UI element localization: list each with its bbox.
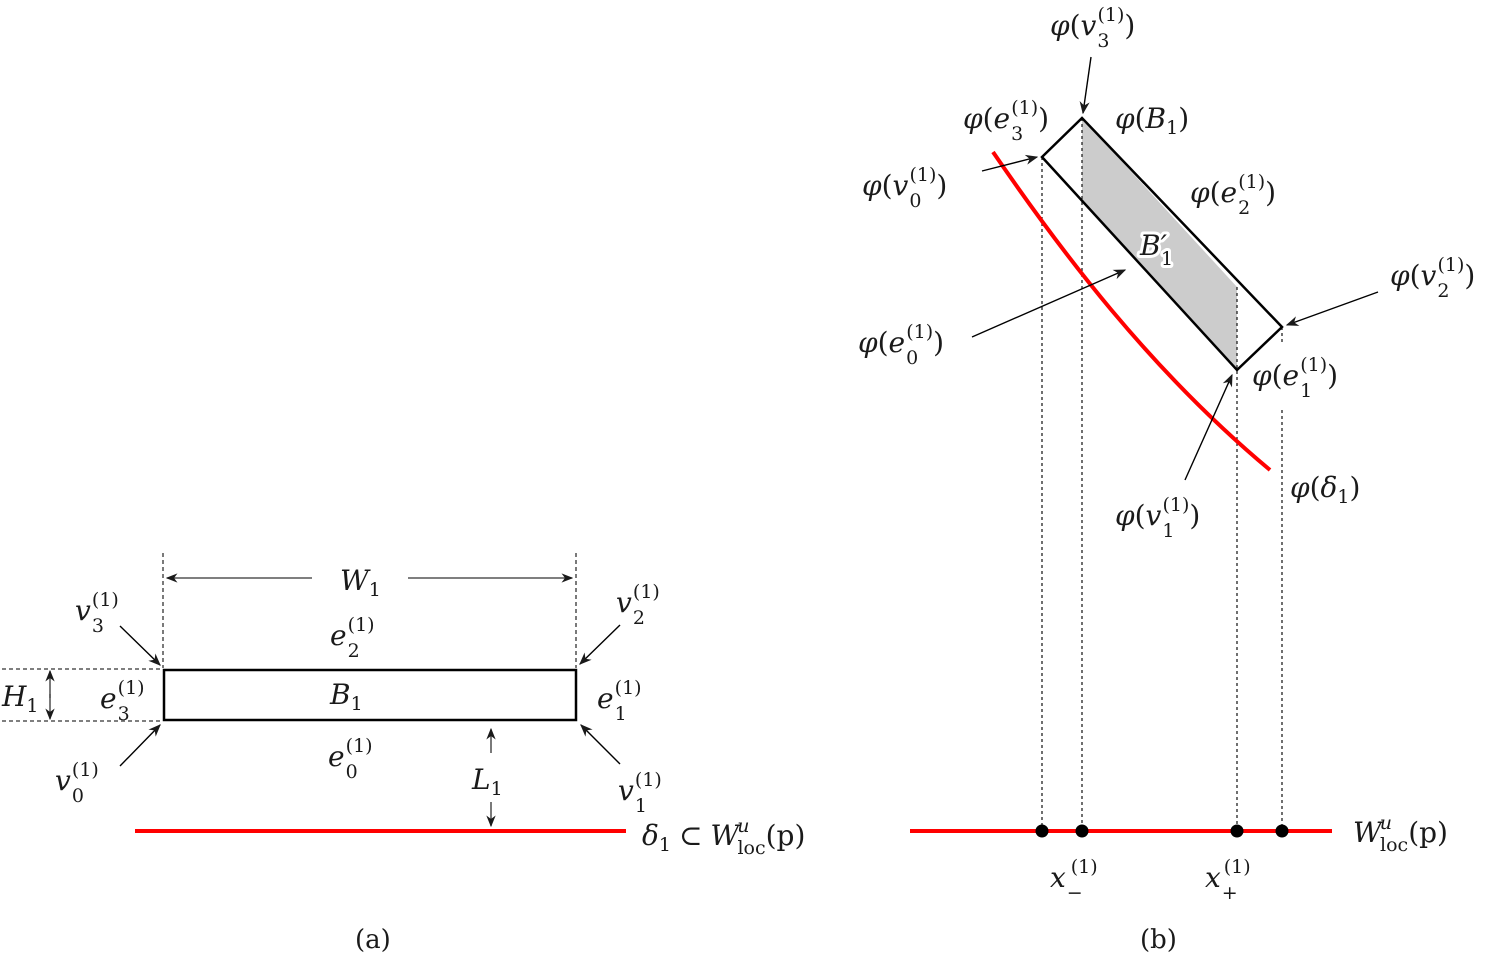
phi-v0-arrow — [981, 154, 1039, 172]
phi-v3-arrow — [1079, 56, 1092, 115]
phi-e0-label: φ(e0(1)) — [858, 321, 944, 369]
x-minus-label: x−(1) — [1050, 856, 1098, 904]
subbox-label-halo: B′1 — [1139, 229, 1173, 270]
subbox-label: B′1 — [1139, 229, 1173, 270]
box-b1 — [162, 668, 578, 722]
phi-e1-label: φ(e1(1)) — [1252, 354, 1338, 402]
v2-arrow — [579, 624, 621, 665]
vertex-v3-label: v3(1) — [75, 589, 119, 637]
v1-arrow — [580, 724, 621, 765]
point-x-plus — [1230, 824, 1244, 838]
v0-arrow — [119, 724, 161, 767]
subbox-b1-prime — [1082, 118, 1237, 368]
caption-a: (a) — [355, 925, 391, 955]
phi-v2-arrow — [1285, 291, 1379, 326]
edge-e0-label: e0(1) — [328, 735, 373, 783]
edge-e1-label: e1(1) — [597, 677, 642, 725]
phi-e3-label: φ(e3(1)) — [963, 97, 1049, 145]
width-label: W1 — [340, 564, 381, 601]
v3-arrow — [119, 625, 161, 666]
height-label: H1 — [1, 680, 39, 717]
phi-v0-label: φ(v0(1)) — [862, 164, 947, 212]
vertex-v0-label: v0(1) — [55, 759, 99, 807]
vertex-v1-label: v1(1) — [618, 769, 662, 817]
distance-label: L1 — [471, 763, 503, 800]
point-v0-projection — [1035, 824, 1049, 838]
image-box-phi-b1 — [1040, 116, 1284, 372]
phi-v1-label: φ(v1(1)) — [1115, 494, 1200, 542]
phi-e2-label: φ(e2(1)) — [1190, 171, 1276, 219]
phi-delta1-curve — [991, 150, 1272, 472]
point-v2-projection — [1275, 824, 1289, 838]
panel-a: W1 H1 B1 e2(1) e0(1) e3(1) e1(1) v3(1) v… — [1, 553, 805, 955]
x-plus-label: x+(1) — [1205, 856, 1251, 904]
edge-e2-label: e2(1) — [330, 614, 375, 662]
phi-v2-label: φ(v2(1)) — [1390, 254, 1475, 302]
caption-b: (b) — [1140, 925, 1177, 955]
phi-e0-arrow — [971, 269, 1127, 338]
edge-e3-label: e3(1) — [100, 677, 145, 725]
phi-v3-label: φ(v3(1)) — [1050, 4, 1135, 52]
vertex-v2-label: v2(1) — [616, 581, 660, 629]
phi-delta1-label: φ(δ1) — [1290, 471, 1360, 508]
phi-v1-arrow — [1184, 373, 1233, 481]
box-b1-label: B1 — [329, 678, 363, 715]
point-x-minus — [1075, 824, 1089, 838]
panel-b: B′1 B′1 φ(v3(1)) φ(e3(1)) φ(B1) φ(v0(1))… — [858, 4, 1475, 955]
phi-b1-label: φ(B1) — [1115, 102, 1189, 139]
